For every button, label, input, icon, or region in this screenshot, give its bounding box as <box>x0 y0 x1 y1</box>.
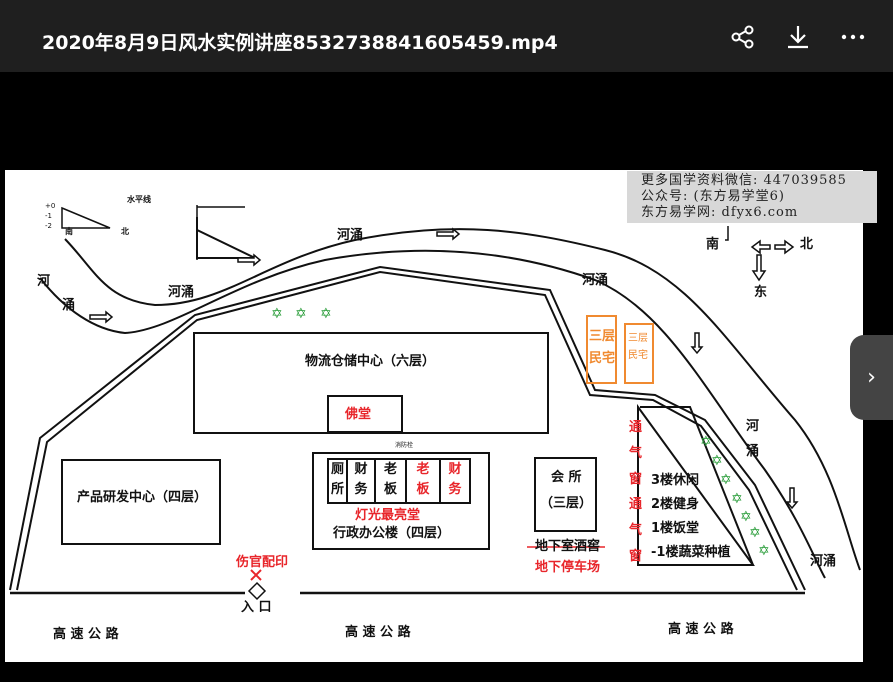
more-icon[interactable] <box>838 22 868 52</box>
cross-mark <box>250 569 262 581</box>
vent-window-label: 通气窗 <box>629 497 643 564</box>
star-icon: ✡ <box>271 306 283 322</box>
river-label: 河涌 <box>168 285 195 300</box>
chevron-right-icon: › <box>867 365 876 390</box>
buddha-label: 佛堂 <box>345 407 372 422</box>
house-1 <box>586 315 617 384</box>
legend-south: 南 <box>65 227 73 236</box>
title-bar: 2020年8月9日风水实例讲座8532738841605459.mp4 <box>0 0 893 72</box>
legend-horizon: 水平线 <box>127 195 151 204</box>
star-icon: ✡ <box>295 306 307 322</box>
site-wall-inner <box>16 270 798 591</box>
river-label: 河 <box>37 274 51 289</box>
house-1-label: 三层民宅 <box>589 329 616 366</box>
level-2: -2 <box>45 222 52 230</box>
brightest-label: 灯光最亮堂 <box>355 508 421 523</box>
logistics-label: 物流仓储中心（六层） <box>305 354 436 369</box>
plan-lines <box>9 205 861 601</box>
room-row: 厕所 财务 老板 老板 财务 <box>327 458 471 504</box>
parking-label: 地下停车场 <box>535 560 601 575</box>
level-1: -1 <box>45 212 52 220</box>
legend-north: 北 <box>121 227 129 236</box>
download-icon[interactable] <box>783 22 813 52</box>
room-boss: 老板 <box>374 458 407 504</box>
river-label: 河涌 <box>337 228 364 243</box>
rnd-building <box>61 459 221 545</box>
video-title: 2020年8月9日风水实例讲座8532738841605459.mp4 <box>42 32 558 54</box>
star-icon: ✡ <box>711 453 723 469</box>
bad-omen-label: 伤官配印 <box>236 555 289 570</box>
club-label: 会 所 <box>551 470 582 485</box>
feng-shui-site-plan: +0-1-2 水平线 南 北 河涌 河涌 河 涌 河涌 河涌 河涌 南 北 东 … <box>5 170 863 662</box>
hydrant-label: 消防栓 <box>395 442 414 449</box>
river-label: 河涌 <box>810 554 837 569</box>
star-icon: ✡ <box>758 543 770 559</box>
level-0: +0 <box>45 202 56 210</box>
club-floors: （三层） <box>540 496 593 511</box>
next-chevron-button[interactable]: › <box>850 335 893 420</box>
compass-north: 北 <box>800 237 814 252</box>
vent-window-label: 通气窗 <box>629 420 643 487</box>
room-finance: 财务 <box>346 458 376 504</box>
slope-legend <box>196 217 256 259</box>
admin-label: 行政办公楼（四层） <box>333 526 451 541</box>
admin-building <box>312 452 490 550</box>
entrance-label: 入 口 <box>241 600 272 615</box>
room-finance-new: 财务 <box>439 458 471 504</box>
restaurant-building <box>637 403 755 566</box>
logistics-building <box>193 332 549 434</box>
compass-south: 南 <box>706 237 720 252</box>
cellar-label: 地下室酒窖 <box>535 539 601 554</box>
river-label: 涌 <box>62 298 76 313</box>
room-boss-new: 老板 <box>405 458 441 504</box>
buddha-hall <box>327 395 403 433</box>
house-2 <box>624 323 654 384</box>
star-icon: ✡ <box>720 472 732 488</box>
river-bank-south <box>39 249 826 579</box>
club-building <box>534 457 597 532</box>
entrance-diamond <box>247 581 267 601</box>
star-icon: ✡ <box>700 434 712 450</box>
star-icon: ✡ <box>740 509 752 525</box>
river-label: 河涌 <box>746 419 760 459</box>
star-icon: ✡ <box>731 491 743 507</box>
river-label: 河涌 <box>582 273 609 288</box>
site-wall-outer <box>9 265 806 591</box>
legend-levels: +0 -1 -2 <box>45 201 55 231</box>
compass-east: 东 <box>754 285 768 300</box>
house-2-label: 三层民宅 <box>628 333 648 361</box>
rnd-label: 产品研发中心（四层） <box>77 490 208 505</box>
river-bank-north <box>64 228 861 571</box>
highway-label: 高 速 公 路 <box>53 627 119 642</box>
share-icon[interactable] <box>728 22 758 52</box>
highway-label: 高 速 公 路 <box>345 625 411 640</box>
star-icon: ✡ <box>320 306 332 322</box>
room-toilet: 厕所 <box>327 458 348 504</box>
highway-label: 高 速 公 路 <box>668 622 734 637</box>
star-icon: ✡ <box>749 525 761 541</box>
